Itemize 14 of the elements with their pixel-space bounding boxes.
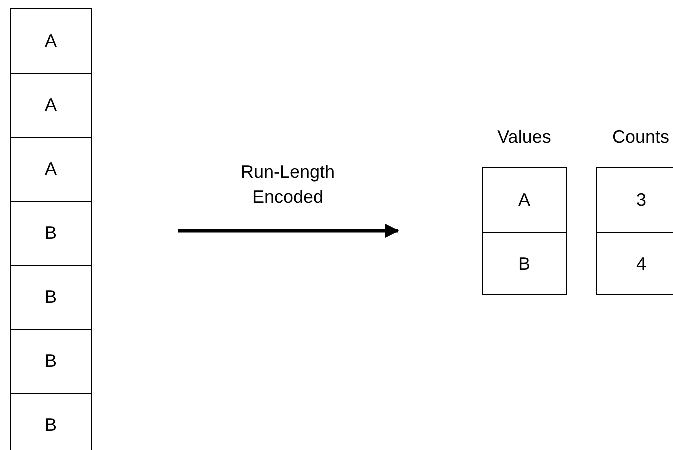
cell-text: 4 <box>636 254 646 275</box>
cell-text: B <box>44 287 57 308</box>
data-column <box>10 8 92 450</box>
cell-text: A <box>44 159 57 180</box>
cell-text: 3 <box>636 190 646 210</box>
column-heading: Counts <box>611 127 671 148</box>
cell-text: A <box>44 30 57 52</box>
cell-text: B <box>44 223 57 244</box>
cell-text: B <box>44 415 57 436</box>
cell-text: B <box>44 351 57 372</box>
cell-text: A <box>518 190 530 210</box>
cell-text: A <box>44 95 57 116</box>
cell-text: B <box>518 254 530 275</box>
column-heading: Values <box>496 127 552 148</box>
